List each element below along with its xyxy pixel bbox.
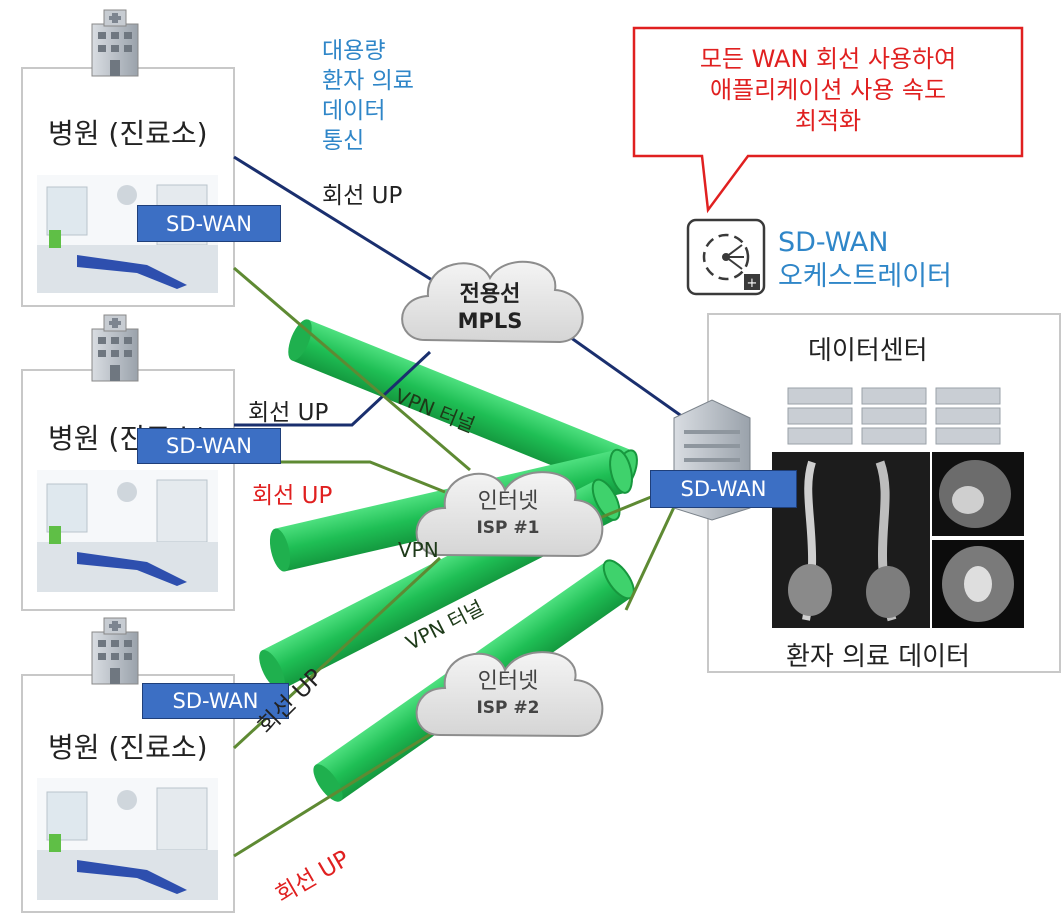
orchestrator-line1: SD-WAN — [778, 227, 889, 258]
isp1-cloud-line2: ISP #1 — [476, 518, 540, 538]
svg-text:+: + — [747, 276, 758, 291]
sdwan-device-datacenter[interactable]: SD-WAN — [650, 470, 797, 508]
mpls-links — [233, 155, 691, 427]
isp2-cloud-label: 인터넷 ISP #2 — [458, 668, 558, 720]
mpls-cloud-line1: 전용선 — [459, 282, 521, 307]
sdwan-device-hospital-2[interactable]: SD-WAN — [137, 428, 281, 464]
hospital-building-icon — [91, 617, 139, 685]
orchestrator-label: SD-WAN 오케스트레이터 — [778, 226, 952, 294]
datacenter-title: 데이터센터 — [808, 336, 928, 366]
patient-data-caption: 환자 의료 데이터 — [786, 642, 970, 672]
annotation-line: 통신 — [322, 128, 365, 154]
internet-links — [232, 266, 677, 858]
internet-isp2-cloud — [415, 651, 604, 738]
mpls-link-label: 회선 UP — [322, 183, 403, 209]
hospital-title: 병원 (진료소) — [48, 731, 208, 764]
annotation-line: 환자 의료 — [322, 68, 414, 94]
annotation-line: 데이터 — [322, 98, 386, 124]
clinic-room-photo — [37, 470, 218, 592]
hospital-building-icon — [91, 314, 139, 382]
orchestrator-icon: + — [686, 218, 766, 296]
internet-isp1-cloud — [415, 471, 604, 558]
mpls-cloud-line2: MPLS — [457, 309, 523, 333]
annotation-line: 대용량 — [322, 38, 386, 64]
orchestrator-line2: 오케스트레이터 — [778, 261, 952, 292]
bulk-data-annotation: 대용량 환자 의료 데이터 통신 — [322, 36, 414, 156]
callout-text: 모든 WAN 회선 사용하여 애플리케이션 사용 속도 최적화 — [648, 44, 1008, 137]
sdwan-device-hospital-1[interactable]: SD-WAN — [137, 205, 281, 242]
hospital-building-icon — [91, 9, 139, 77]
callout-line: 모든 WAN 회선 사용하여 — [699, 45, 957, 73]
medical-imaging-photo — [772, 452, 1024, 628]
sdwan-device-hospital-3[interactable]: SD-WAN — [142, 683, 289, 719]
isp1-cloud-line1: 인터넷 — [477, 489, 539, 514]
clinic-room-photo — [37, 778, 218, 900]
callout-line: 최적화 — [794, 107, 862, 135]
internet-link-label: 회선 UP — [252, 483, 333, 509]
server-rack-icon — [787, 387, 1001, 445]
isp1-cloud-label: 인터넷 ISP #1 — [458, 488, 558, 540]
callout-bubble — [632, 26, 1024, 214]
mpls-link-label: 회선 UP — [248, 400, 329, 426]
hospital-title: 병원 (진료소) — [48, 117, 208, 150]
mpls-cloud — [401, 260, 584, 344]
mpls-cloud-label: 전용선 MPLS — [440, 282, 540, 334]
vpn-tunnel-label: VPN — [398, 538, 439, 562]
callout-line: 애플리케이션 사용 속도 — [709, 76, 947, 104]
isp2-cloud-line2: ISP #2 — [476, 698, 540, 718]
isp2-cloud-line1: 인터넷 — [477, 669, 539, 694]
